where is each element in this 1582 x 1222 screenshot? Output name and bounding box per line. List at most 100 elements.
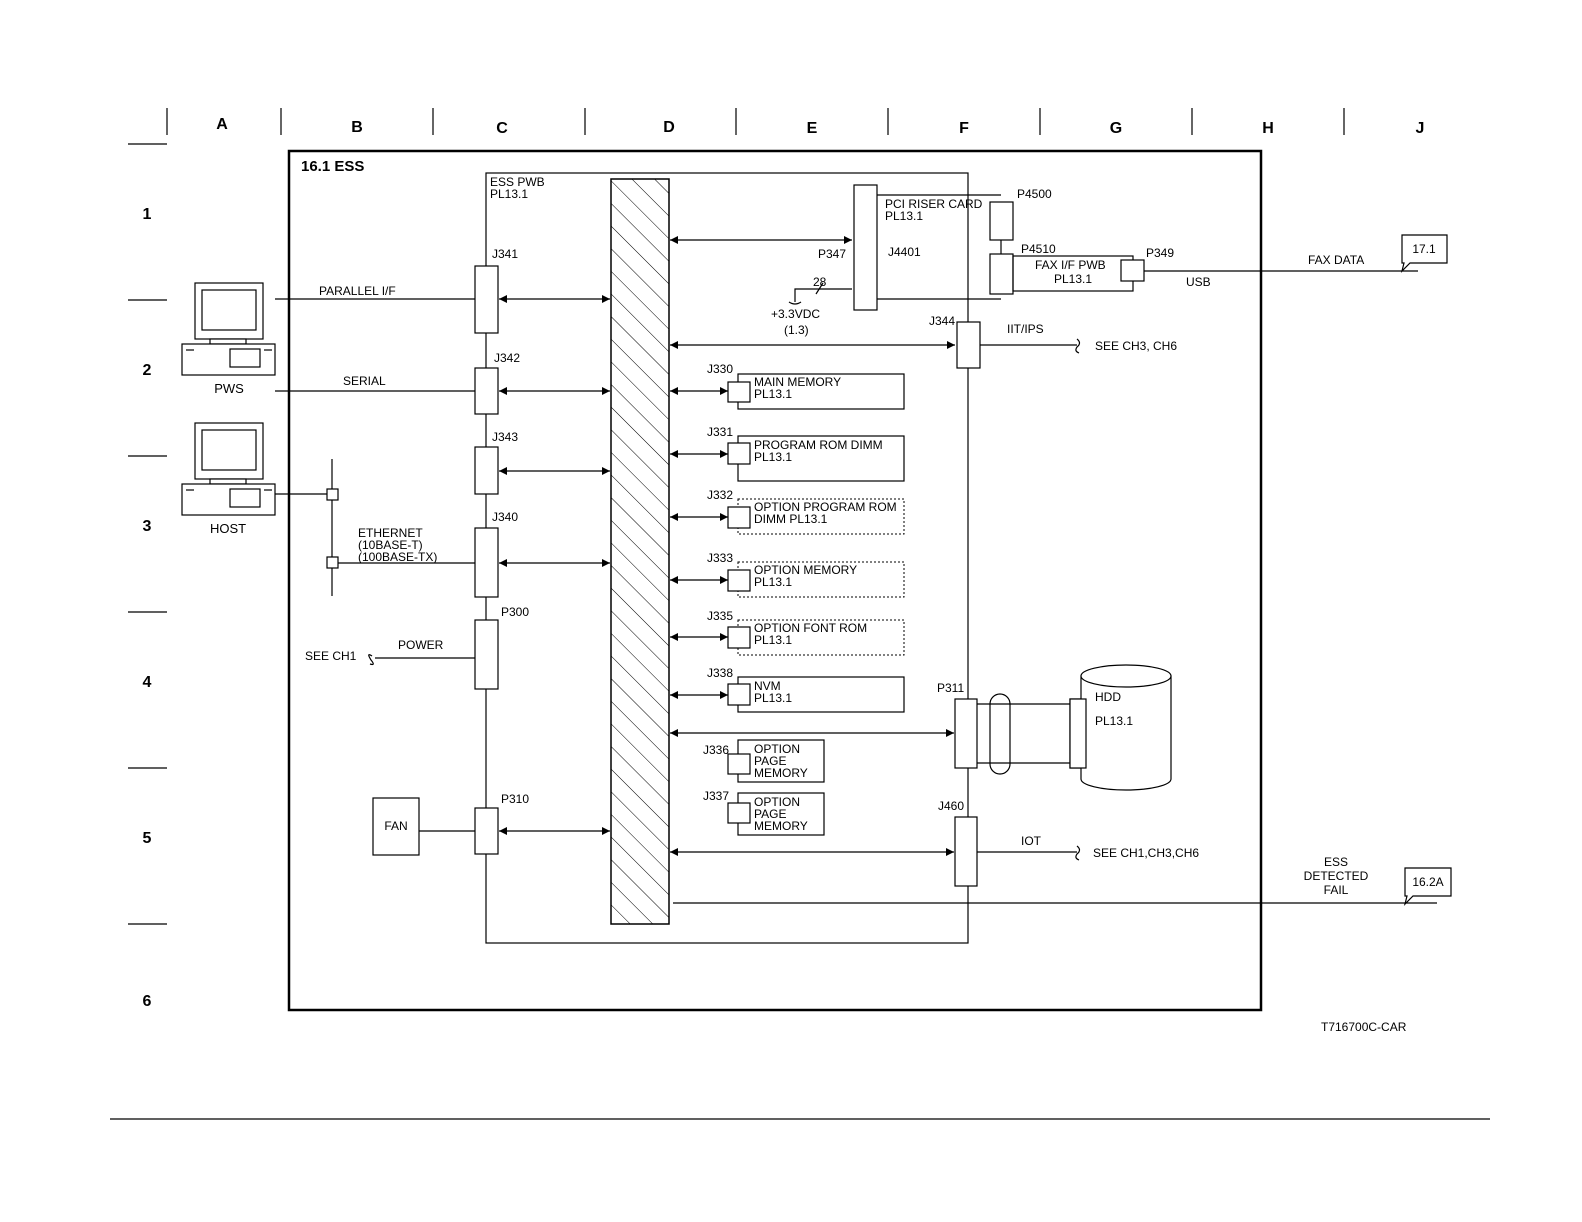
connector-label: P310 — [501, 792, 529, 806]
connector-j341 — [474, 265, 499, 334]
connector-label: P349 — [1146, 246, 1174, 260]
connector-label: P311 — [937, 681, 964, 695]
fax-pwb-pl: PL13.1 — [1054, 272, 1092, 286]
hdd-cable — [977, 693, 1070, 775]
connector-p300 — [474, 619, 499, 690]
connector-label: J331 — [707, 425, 733, 439]
module-name: PAGE — [754, 754, 786, 768]
column-label: D — [663, 119, 675, 136]
ess-fail-label: DETECTED — [1304, 869, 1369, 883]
ref-17-1-flag — [1400, 234, 1448, 273]
see-ch1-ch3-ch6-label: SEE CH1,CH3,CH6 — [1093, 846, 1199, 860]
module-name: OPTION — [754, 795, 800, 809]
hdd-cylinder — [1080, 664, 1172, 791]
ref-17-1: 17.1 — [1412, 242, 1436, 256]
module-pl: PL13.1 — [754, 387, 792, 401]
parallel-if-label: PARALLEL I/F — [319, 284, 396, 298]
host-label: HOST — [210, 521, 246, 536]
pin-count: 28 — [813, 275, 827, 289]
voltage-ground — [788, 301, 802, 305]
connector-j335 — [727, 626, 751, 649]
column-label: B — [351, 119, 363, 136]
module-name: MEMORY — [754, 819, 808, 833]
connector-p349 — [1120, 259, 1145, 282]
row-label: 1 — [143, 206, 152, 223]
usb-label: USB — [1186, 275, 1211, 289]
see-ch1-label: SEE CH1 — [305, 649, 357, 663]
ess-fail-label: ESS — [1324, 855, 1348, 869]
row-label: 5 — [143, 830, 152, 847]
connector-label: J333 — [707, 551, 733, 565]
connector-label: J338 — [707, 666, 733, 680]
connector-label: J460 — [938, 799, 964, 813]
voltage-label: +3.3VDC — [771, 307, 820, 321]
column-label: E — [807, 120, 818, 137]
ref-16-2a: 16.2A — [1412, 875, 1443, 889]
grid-header: A B C D E F G H J — [166, 108, 1425, 137]
module-option-page-memory-1 — [737, 739, 825, 783]
connector-label: P4510 — [1021, 242, 1056, 256]
column-label: A — [216, 116, 228, 133]
row-label: 4 — [143, 674, 152, 691]
pci-riser-label: PCI RISER CARD — [885, 197, 983, 211]
module-name: MAIN MEMORY — [754, 375, 841, 389]
connector-label: J342 — [494, 351, 520, 365]
ethernet-label: (100BASE-TX) — [358, 550, 437, 564]
ess-pwb-label: ESS PWB — [490, 175, 545, 189]
iit-ips-label: IIT/IPS — [1007, 322, 1044, 336]
module-pl: PL13.1 — [754, 691, 792, 705]
iit-ips-line — [980, 338, 1081, 354]
module-name: PAGE — [754, 807, 786, 821]
see-ch3-ch6-label: SEE CH3, CH6 — [1095, 339, 1177, 353]
module-option-page-memory-2 — [737, 792, 825, 836]
pws-computer-icon — [181, 282, 276, 376]
hdd-pl: PL13.1 — [1095, 714, 1133, 728]
connector-label: J4401 — [888, 245, 921, 259]
connector-j460 — [954, 816, 978, 887]
connector-label: P300 — [501, 605, 529, 619]
row-label: 3 — [143, 518, 152, 535]
connector-label: P4500 — [1017, 187, 1052, 201]
connector-j332 — [727, 506, 751, 529]
voltage-feed — [794, 288, 852, 302]
connector-label: J337 — [703, 789, 729, 803]
module-pl: PL13.1 — [754, 450, 792, 464]
module-pl: PL13.1 — [754, 575, 792, 589]
connector-j340 — [474, 527, 499, 598]
figure-id: T716700C-CAR — [1321, 1020, 1407, 1034]
ess-pwb-pl: PL13.1 — [490, 187, 528, 201]
hdd-connector-front — [1069, 698, 1087, 769]
row-label: 6 — [143, 993, 152, 1010]
ethernet-label: (10BASE-T) — [358, 538, 423, 552]
connector-label: J344 — [929, 314, 955, 328]
pci-riser-connector-j4401 — [853, 184, 878, 311]
connector-label: P347 — [818, 247, 846, 261]
module-name: OPTION — [754, 742, 800, 756]
module-pl: PL13.1 — [754, 633, 792, 647]
connector-label: J330 — [707, 362, 733, 376]
left-bus-arrows — [499, 295, 610, 835]
connector-label: J332 — [707, 488, 733, 502]
connector-j342 — [474, 367, 499, 415]
power-label: POWER — [398, 638, 444, 652]
column-label: C — [496, 120, 508, 137]
module-main-memory — [737, 373, 905, 410]
iot-line — [977, 845, 1081, 861]
pws-label: PWS — [214, 381, 244, 396]
connector-j333 — [727, 569, 751, 592]
connector-j336 — [727, 753, 751, 775]
host-computer-icon — [181, 422, 276, 516]
grid-rows: 1 2 3 4 5 6 — [128, 143, 167, 1010]
ethernet-label: ETHERNET — [358, 526, 423, 540]
module-option-font-rom — [737, 619, 905, 656]
ethernet-segment — [275, 459, 339, 596]
column-label: H — [1262, 120, 1274, 137]
row-label: 2 — [143, 362, 152, 379]
module-name: OPTION FONT ROM — [754, 621, 867, 635]
module-pl: DIMM PL13.1 — [754, 512, 828, 526]
module-name: MEMORY — [754, 766, 808, 780]
column-label: J — [1416, 120, 1425, 137]
fax-pwb-label: FAX I/F PWB — [1035, 258, 1106, 272]
connector-j343 — [474, 446, 499, 495]
